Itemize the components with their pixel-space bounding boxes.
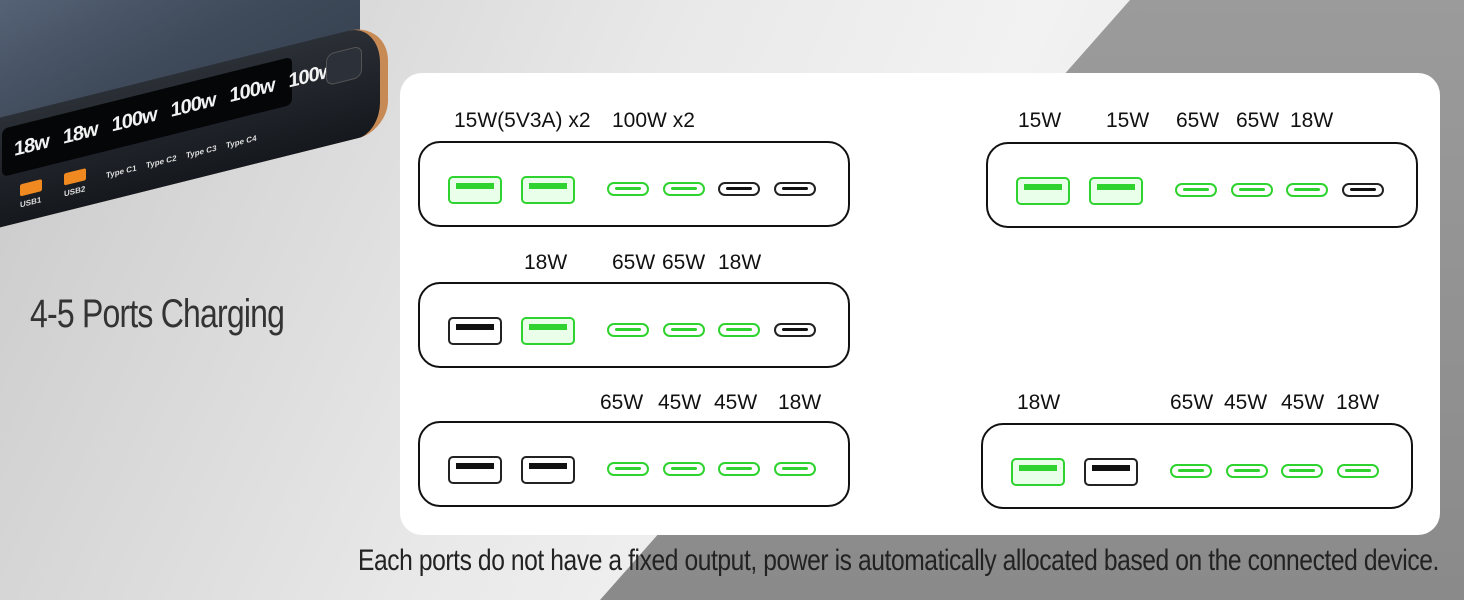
wattage-label: 100W x2 — [612, 109, 695, 132]
usb-c-port — [774, 462, 816, 476]
usb-c-port — [1286, 183, 1328, 197]
usb-a-port — [521, 456, 575, 484]
wattage-label: 15W — [1106, 109, 1150, 132]
display-value: 100w — [111, 102, 157, 137]
port-strip — [418, 421, 850, 507]
wattage-label: 18W — [1017, 391, 1061, 414]
display-value: 100w — [229, 73, 275, 107]
usb-c-port — [774, 323, 816, 337]
port-config-card: 15W 15W 65W 65W 18W — [986, 109, 1418, 229]
port-strip — [418, 282, 850, 368]
usb-a-port — [1016, 177, 1070, 205]
port-config-card: 65W 45W 45W 18W — [418, 391, 850, 507]
power-bank-image: 18w 18w 100w 100w 100w 100w USB1 USB2 Ty… — [0, 0, 390, 290]
device-power-button — [326, 45, 362, 87]
wattage-label: 18W — [718, 251, 762, 274]
usb-a-port — [1011, 458, 1065, 486]
wattage-label: 45W — [714, 391, 758, 414]
display-value: 18w — [62, 117, 98, 149]
wattage-label: 65W — [1236, 109, 1280, 132]
wattage-labels: 15W(5V3A) x2 100W x2 — [418, 109, 850, 137]
usb-c-port — [718, 323, 760, 337]
port-strip — [981, 423, 1413, 509]
usb-c-port — [607, 462, 649, 476]
usb-c-port — [1175, 183, 1217, 197]
usb-c-port — [607, 182, 649, 196]
usb-c-port — [1231, 183, 1273, 197]
wattage-label: 18W — [778, 391, 822, 414]
usb-c-port — [1342, 183, 1384, 197]
device-port-label: USB1 — [20, 195, 42, 210]
wattage-label: 65W — [612, 251, 656, 274]
port-config-panel: 15W(5V3A) x2 100W x2 15W 15W 65W 65W 18W — [400, 73, 1440, 535]
usb-a-port — [521, 176, 575, 204]
wattage-label: 18W — [1290, 109, 1334, 132]
usb-c-port — [774, 182, 816, 196]
device-port-label: Type C4 — [226, 133, 257, 151]
usb-c-port — [718, 182, 760, 196]
usb-a-port — [448, 456, 502, 484]
usb-a-port — [521, 317, 575, 345]
port-config-card: 15W(5V3A) x2 100W x2 — [418, 109, 850, 227]
usb-c-port — [1170, 464, 1212, 478]
port-config-card: 18W 65W 45W 45W 18W — [981, 391, 1413, 509]
wattage-label: 65W — [662, 251, 706, 274]
device-usb2-port — [64, 168, 86, 186]
port-strip — [986, 142, 1418, 228]
wattage-label: 45W — [658, 391, 702, 414]
usb-c-port — [718, 462, 760, 476]
wattage-label: 18W — [1336, 391, 1380, 414]
usb-a-port — [1089, 177, 1143, 205]
wattage-labels: 15W 15W 65W 65W 18W — [986, 109, 1418, 137]
display-value: 18w — [14, 129, 49, 161]
display-value: 100w — [170, 88, 216, 122]
usb-c-port — [663, 182, 705, 196]
usb-a-port — [448, 317, 502, 345]
wattage-label: 65W — [1176, 109, 1220, 132]
wattage-label: 45W — [1224, 391, 1268, 414]
usb-c-port — [663, 323, 705, 337]
usb-a-port — [1084, 458, 1138, 486]
wattage-labels: 18W 65W 45W 45W 18W — [981, 391, 1413, 419]
usb-c-port — [663, 462, 705, 476]
device-port-label: USB2 — [64, 184, 86, 199]
wattage-label: 15W(5V3A) x2 — [454, 109, 591, 132]
allocation-note: Each ports do not have a fixed output, p… — [358, 544, 1439, 577]
wattage-label: 45W — [1281, 391, 1325, 414]
port-config-card: 18W 65W 65W 18W — [418, 251, 850, 369]
device-usb1-port — [20, 179, 42, 197]
wattage-label: 65W — [600, 391, 644, 414]
usb-c-port — [1337, 464, 1379, 478]
usb-c-port — [1226, 464, 1268, 478]
wattage-label: 18W — [524, 251, 568, 274]
wattage-labels: 65W 45W 45W 18W — [418, 391, 850, 419]
usb-a-port — [448, 176, 502, 204]
wattage-label: 65W — [1170, 391, 1214, 414]
port-strip — [418, 141, 850, 227]
usb-c-port — [607, 323, 649, 337]
usb-c-port — [1281, 464, 1323, 478]
wattage-labels: 18W 65W 65W 18W — [418, 251, 850, 279]
page-title: 4-5 Ports Charging — [30, 292, 285, 336]
wattage-label: 15W — [1018, 109, 1062, 132]
device-port-label: Type C1 — [106, 163, 137, 181]
device-port-label: Type C3 — [186, 143, 217, 161]
device-port-label: Type C2 — [146, 153, 177, 171]
